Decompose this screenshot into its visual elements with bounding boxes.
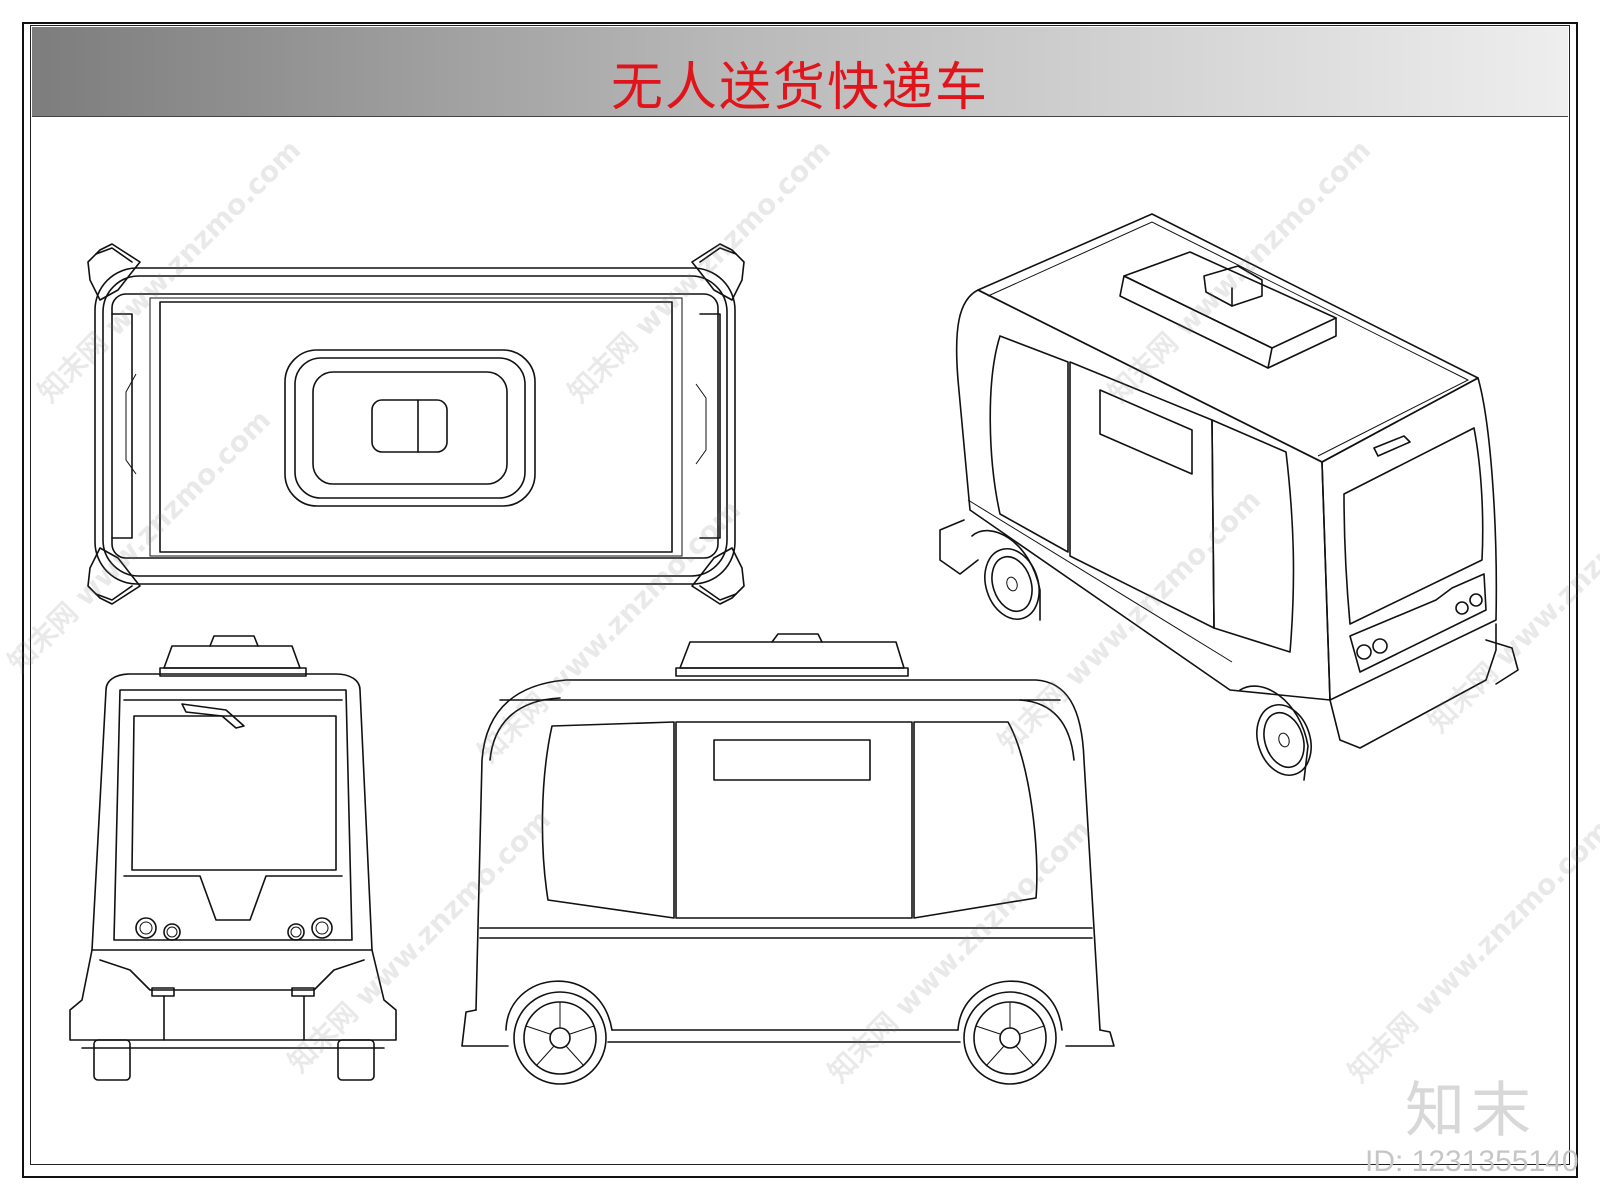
page-title: 无人送货快递车 — [610, 58, 989, 118]
title-banner: 无人送货快递车 — [32, 27, 1568, 118]
top-view-drawing — [87, 243, 745, 605]
image-id-label: ID: 1231355140 — [1365, 1145, 1579, 1178]
watermark-logo: 知末 — [1405, 1076, 1537, 1146]
perspective-view-drawing — [939, 213, 1519, 781]
drawing-sheet-border — [22, 22, 1578, 1178]
drawing-inner-frame — [30, 25, 1570, 1165]
side-view-drawing — [461, 633, 1115, 1085]
front-view-drawing — [69, 635, 397, 1081]
